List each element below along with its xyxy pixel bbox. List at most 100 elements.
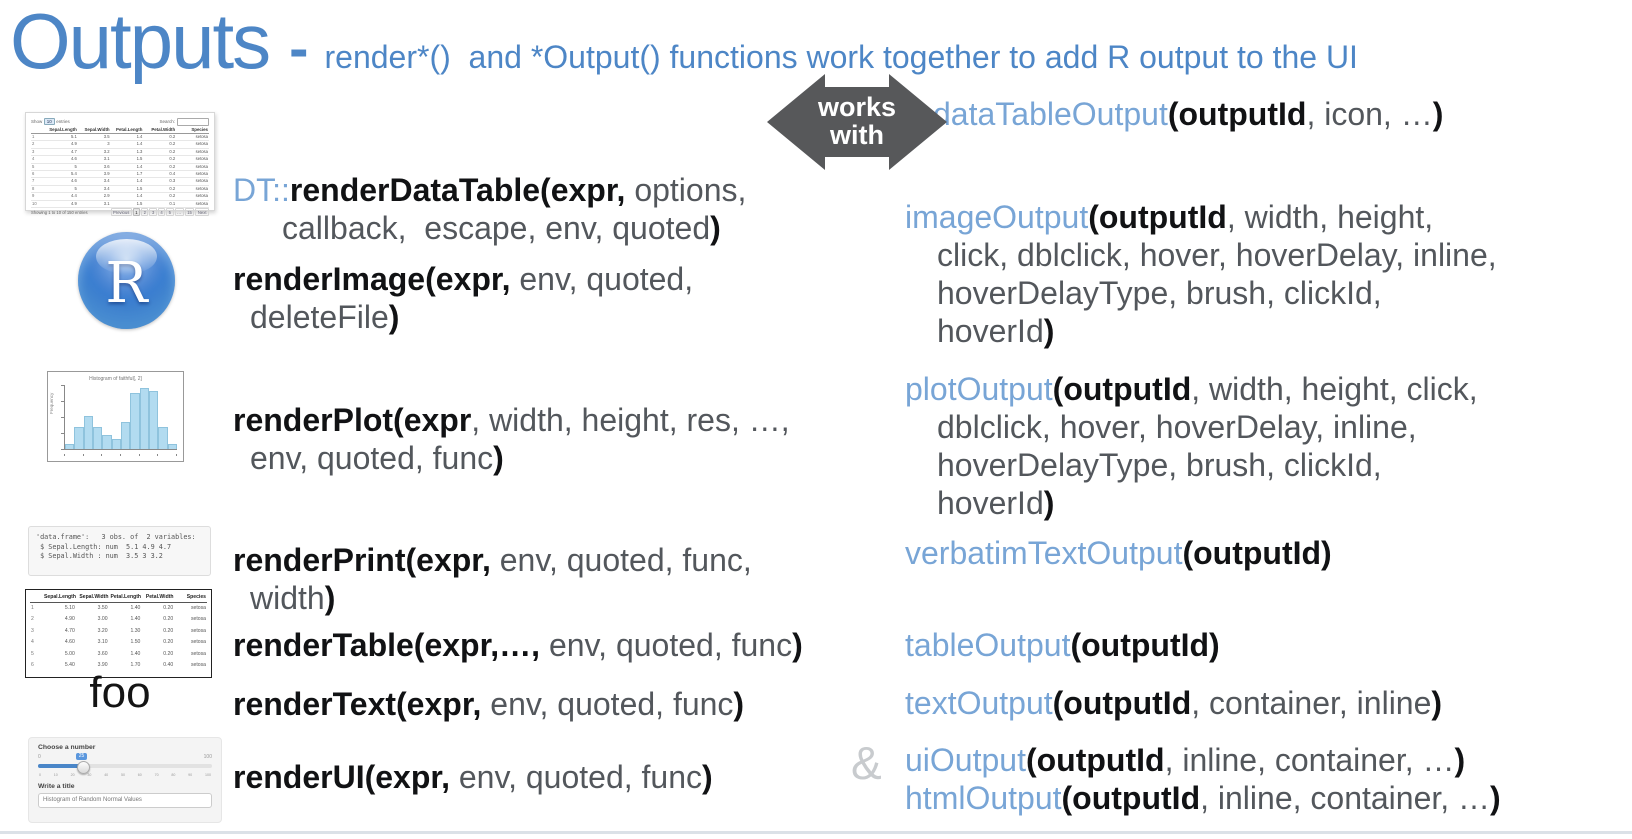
code-segment: (outputId: [1061, 780, 1201, 816]
table-cell: 5.1: [45, 134, 78, 142]
histogram-bar: [130, 392, 140, 449]
code-line: renderText(expr, env, quoted, func): [233, 685, 744, 723]
pagination-item: 15: [184, 208, 195, 217]
table-cell: 5: [45, 164, 78, 171]
table-cell: 1.5: [110, 156, 144, 164]
table-cell: 8: [31, 186, 45, 194]
code-segment: (outputId): [1182, 535, 1332, 571]
slider-handle: [76, 760, 90, 774]
table-cell: 1: [31, 605, 34, 611]
code-segment: uiOutput: [905, 742, 1026, 778]
table-cell: 3.9: [77, 171, 111, 179]
table-cell: 6: [31, 661, 34, 668]
histogram-bar: [111, 438, 121, 449]
code-segment: tableOutput: [905, 627, 1071, 663]
table-cell: 3.10: [97, 639, 108, 646]
code-line: DT::renderDataTable(expr, options,: [233, 171, 746, 209]
table-cell: 5: [31, 650, 34, 657]
render-image-signature: renderImage(expr, env, quoted,deleteFile…: [233, 260, 693, 336]
r-logo-icon: R: [78, 232, 175, 329]
code-segment: env, quoted, func: [250, 440, 494, 476]
code-segment: dataTableOutput: [933, 96, 1168, 132]
table-cell: 2: [31, 141, 45, 149]
code-segment: env, quoted, func: [449, 759, 702, 795]
render-table-signature: renderTable(expr,…, env, quoted, func): [233, 626, 803, 664]
table-cell: 3.4: [77, 178, 111, 186]
table-cell: 0.2: [143, 149, 177, 157]
ui-output-signature: uiOutput(outputId, inline, container, …): [905, 741, 1465, 779]
code-line: renderImage(expr, env, quoted,: [233, 260, 693, 298]
slider-tick-label: 100: [204, 773, 211, 777]
slider-tick-label: 40: [104, 773, 109, 777]
table-cell: 10: [31, 201, 45, 208]
slider-tick-label: 10: [53, 773, 58, 777]
table-cell: setosa: [190, 639, 206, 646]
slider-tick-label: 0: [39, 773, 41, 777]
code-segment: hoverId: [937, 313, 1044, 349]
pagination-item: 3: [149, 208, 157, 217]
slider-tick-label: 20: [70, 773, 75, 777]
slider-limits: 0 25 100: [38, 753, 212, 762]
table-cell: 3: [77, 141, 111, 149]
table-cell: [30, 592, 43, 603]
table-cell: 0.3: [143, 178, 177, 186]
slider-tick-label: 70: [154, 773, 159, 777]
table-cell: Species: [176, 126, 209, 134]
table-cell: 1.30: [130, 627, 141, 634]
table-cell: 2.9: [77, 193, 111, 201]
code-segment: renderPlot(expr: [233, 402, 472, 438]
table-cell: setosa: [176, 134, 209, 142]
pagination-item: 2: [141, 208, 149, 217]
table-cell: 0.20: [163, 627, 174, 634]
code-segment: renderPrint(expr,: [233, 542, 491, 578]
text-output-sample: foo: [89, 668, 151, 717]
code-segment: (outputId: [1088, 199, 1227, 235]
code-segment: ): [1454, 742, 1466, 778]
code-segment: renderImage(expr,: [233, 261, 511, 297]
table-cell: setosa: [176, 156, 209, 164]
table-cell: setosa: [176, 171, 209, 179]
histogram-bar: [74, 426, 84, 449]
table-cell: 4.7: [45, 149, 78, 157]
code-segment: env, quoted, func,: [490, 542, 752, 578]
render-ui-signature: renderUI(expr, env, quoted, func): [233, 758, 713, 796]
table-cell: Petal.Width: [143, 126, 177, 134]
table-cell: setosa: [190, 650, 206, 657]
code-line: hoverDelayType, brush, clickId,: [905, 446, 1478, 484]
code-segment: (outputId: [1052, 371, 1192, 407]
code-line: tableOutput(outputId): [905, 626, 1220, 664]
table-cell: 0.20: [163, 605, 174, 611]
table-cell: setosa: [176, 201, 209, 208]
table-cell: setosa: [190, 605, 206, 611]
render-datatable-signature: DT::renderDataTable(expr, options,callba…: [233, 171, 746, 247]
table-cell: 5: [31, 164, 45, 171]
slider-value-bubble: 25: [76, 753, 87, 760]
table-cell: 0.1: [143, 201, 177, 208]
code-segment: ): [733, 686, 745, 722]
code-line: renderPrint(expr, env, quoted, func,: [233, 541, 752, 579]
code-segment: width: [250, 580, 325, 616]
code-segment: , width, height,: [1226, 199, 1434, 235]
table-cell: 0.20: [163, 616, 174, 623]
works-with-arrow-icon: works with: [767, 74, 947, 170]
table-cell: 0.2: [143, 193, 177, 201]
table-cell: 0.2: [143, 156, 177, 164]
table-cell: Sepal.Length: [43, 592, 77, 603]
table-cell: 1.40: [130, 616, 141, 623]
slider-tick-label: 80: [171, 773, 176, 777]
histogram-yticks: [61, 385, 64, 450]
table-cell: 4.9: [45, 201, 78, 208]
table-cell: 1.4: [110, 164, 144, 171]
table-output-signature: tableOutput(outputId): [905, 626, 1220, 664]
slider-tick-label: 90: [188, 773, 193, 777]
table-cell: 3.1: [77, 156, 111, 164]
entries-label: entries: [56, 119, 70, 124]
table-cell: 1: [31, 134, 45, 142]
pagination-item: Previous: [110, 208, 132, 217]
table-cell: setosa: [176, 178, 209, 186]
code-segment: (outputId: [1167, 96, 1307, 132]
logo-shine: [96, 238, 157, 274]
render-text-signature: renderText(expr, env, quoted, func): [233, 685, 744, 723]
page-length-select: 10: [43, 118, 55, 125]
